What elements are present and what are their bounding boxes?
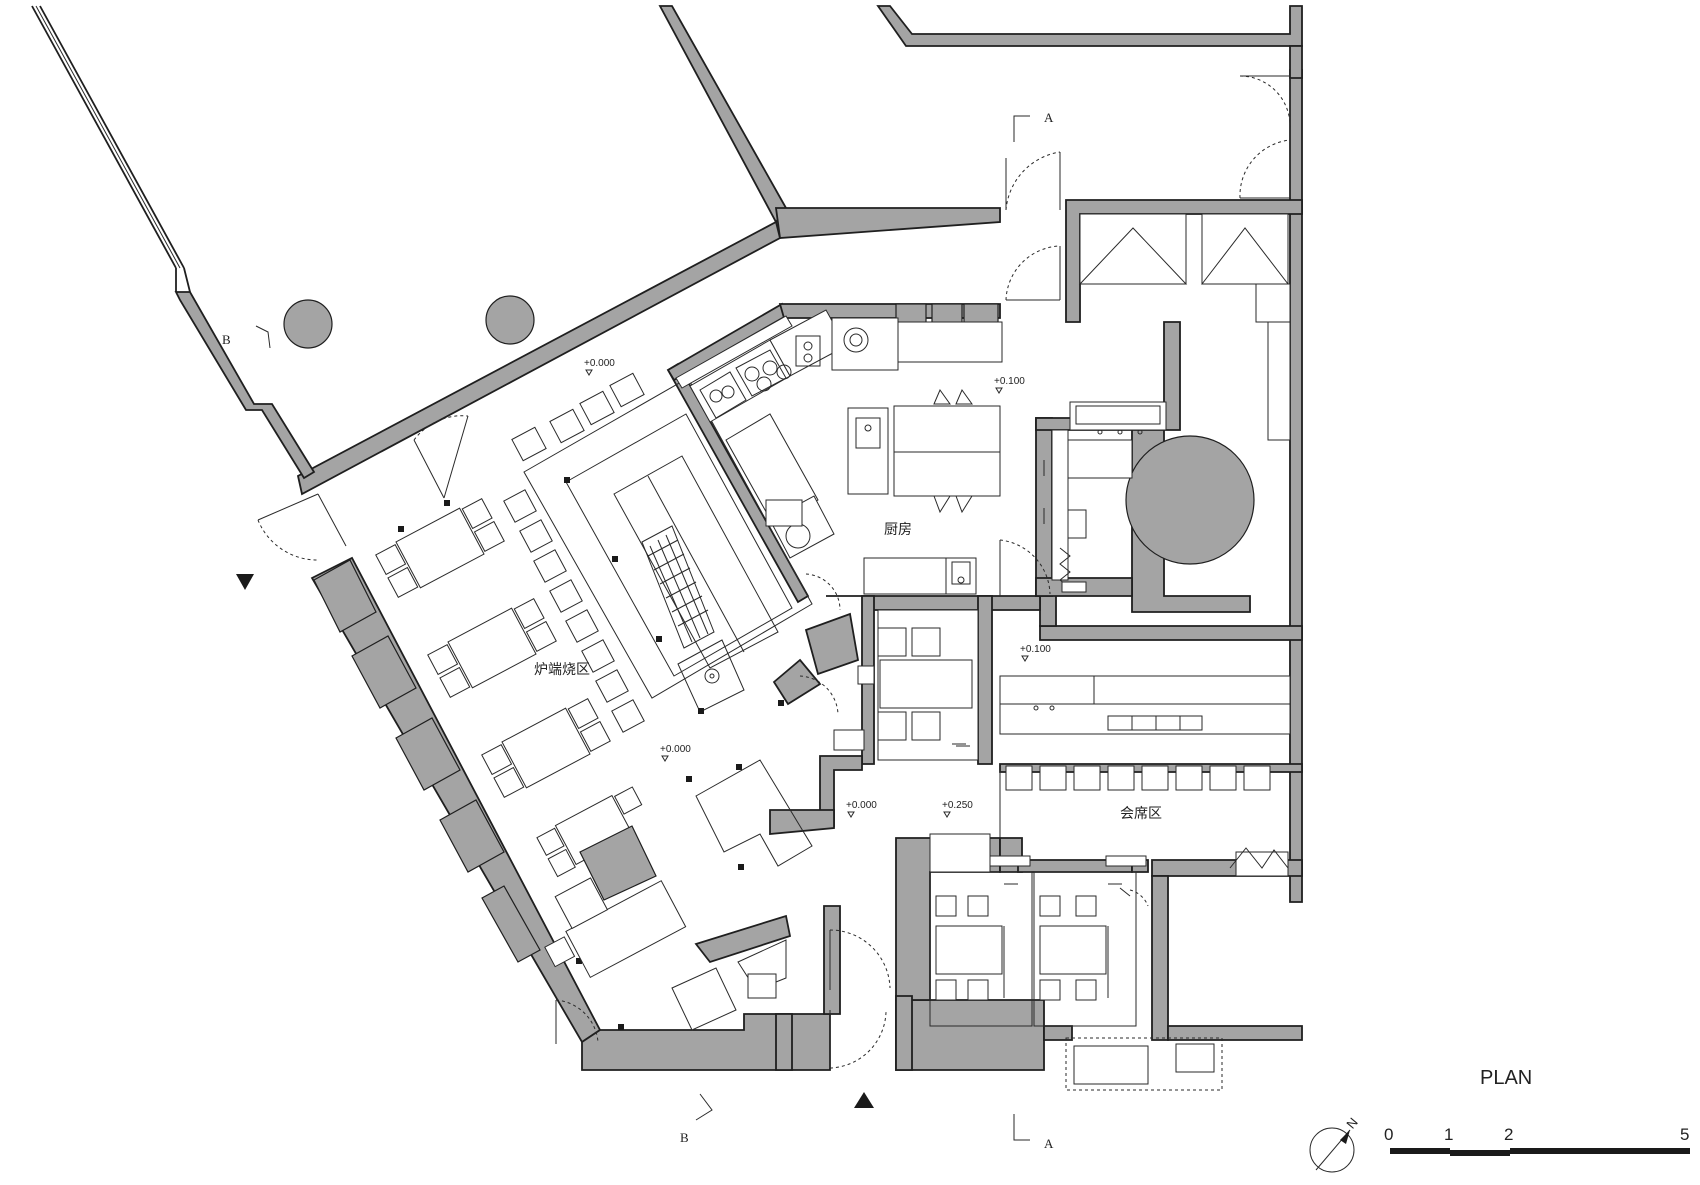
level-banquet: +0.250: [942, 800, 973, 811]
columns: [283, 295, 1255, 565]
scale-tick-1: 1: [1444, 1125, 1453, 1144]
legend: PLAN N 0 1 2 5: [1309, 1067, 1690, 1173]
level-entry: +0.000: [846, 800, 877, 811]
level-markers: +0.000 +0.000 +0.000 +0.100 +0.100 +0.25…: [584, 358, 1051, 818]
grill-grid: [647, 534, 709, 643]
room-label-kitchen: 厨房: [884, 521, 912, 537]
plan-title: PLAN: [1480, 1067, 1532, 1089]
banquet-furniture: [833, 609, 1291, 1091]
level-kitchen-lower: +0.100: [1020, 644, 1051, 655]
dining-tables: [375, 497, 813, 1031]
level-kitchen: +0.100: [994, 376, 1025, 387]
entrance-marker-left: [236, 574, 254, 590]
north-arrow-icon: N: [1309, 1115, 1361, 1173]
scale-bar: 0 1 2 5: [1384, 1125, 1690, 1156]
banquet-stools: [1005, 765, 1271, 791]
outer-walls: [31, 5, 1303, 1071]
doors: [257, 75, 1291, 1069]
section-b-left-label: B: [222, 332, 231, 347]
room-labels: 炉端烧区 厨房 会席区: [534, 521, 1162, 821]
level-grill-bottom: +0.000: [660, 744, 691, 755]
entrance-marker-bottom: [854, 1092, 874, 1108]
burners: [699, 335, 821, 419]
facade-piers: [313, 559, 541, 963]
grill-counter: [398, 377, 813, 1030]
section-a-bottom-label: A: [1044, 1136, 1054, 1151]
room-label-banquet: 会席区: [1120, 805, 1162, 821]
room-label-grill: 炉端烧区: [534, 661, 590, 677]
scale-tick-2: 2: [1504, 1125, 1513, 1144]
section-b-bottom-label: B: [680, 1130, 689, 1145]
scale-tick-5: 5: [1680, 1125, 1689, 1144]
level-grill-top: +0.000: [584, 358, 615, 369]
section-a-top-label: A: [1044, 110, 1054, 125]
scale-tick-0: 0: [1384, 1125, 1393, 1144]
section-markers: A A B B: [222, 110, 1054, 1151]
north-label: N: [1343, 1115, 1361, 1132]
bar-stools: [503, 372, 645, 733]
kitchen-equipment: [675, 213, 1291, 595]
